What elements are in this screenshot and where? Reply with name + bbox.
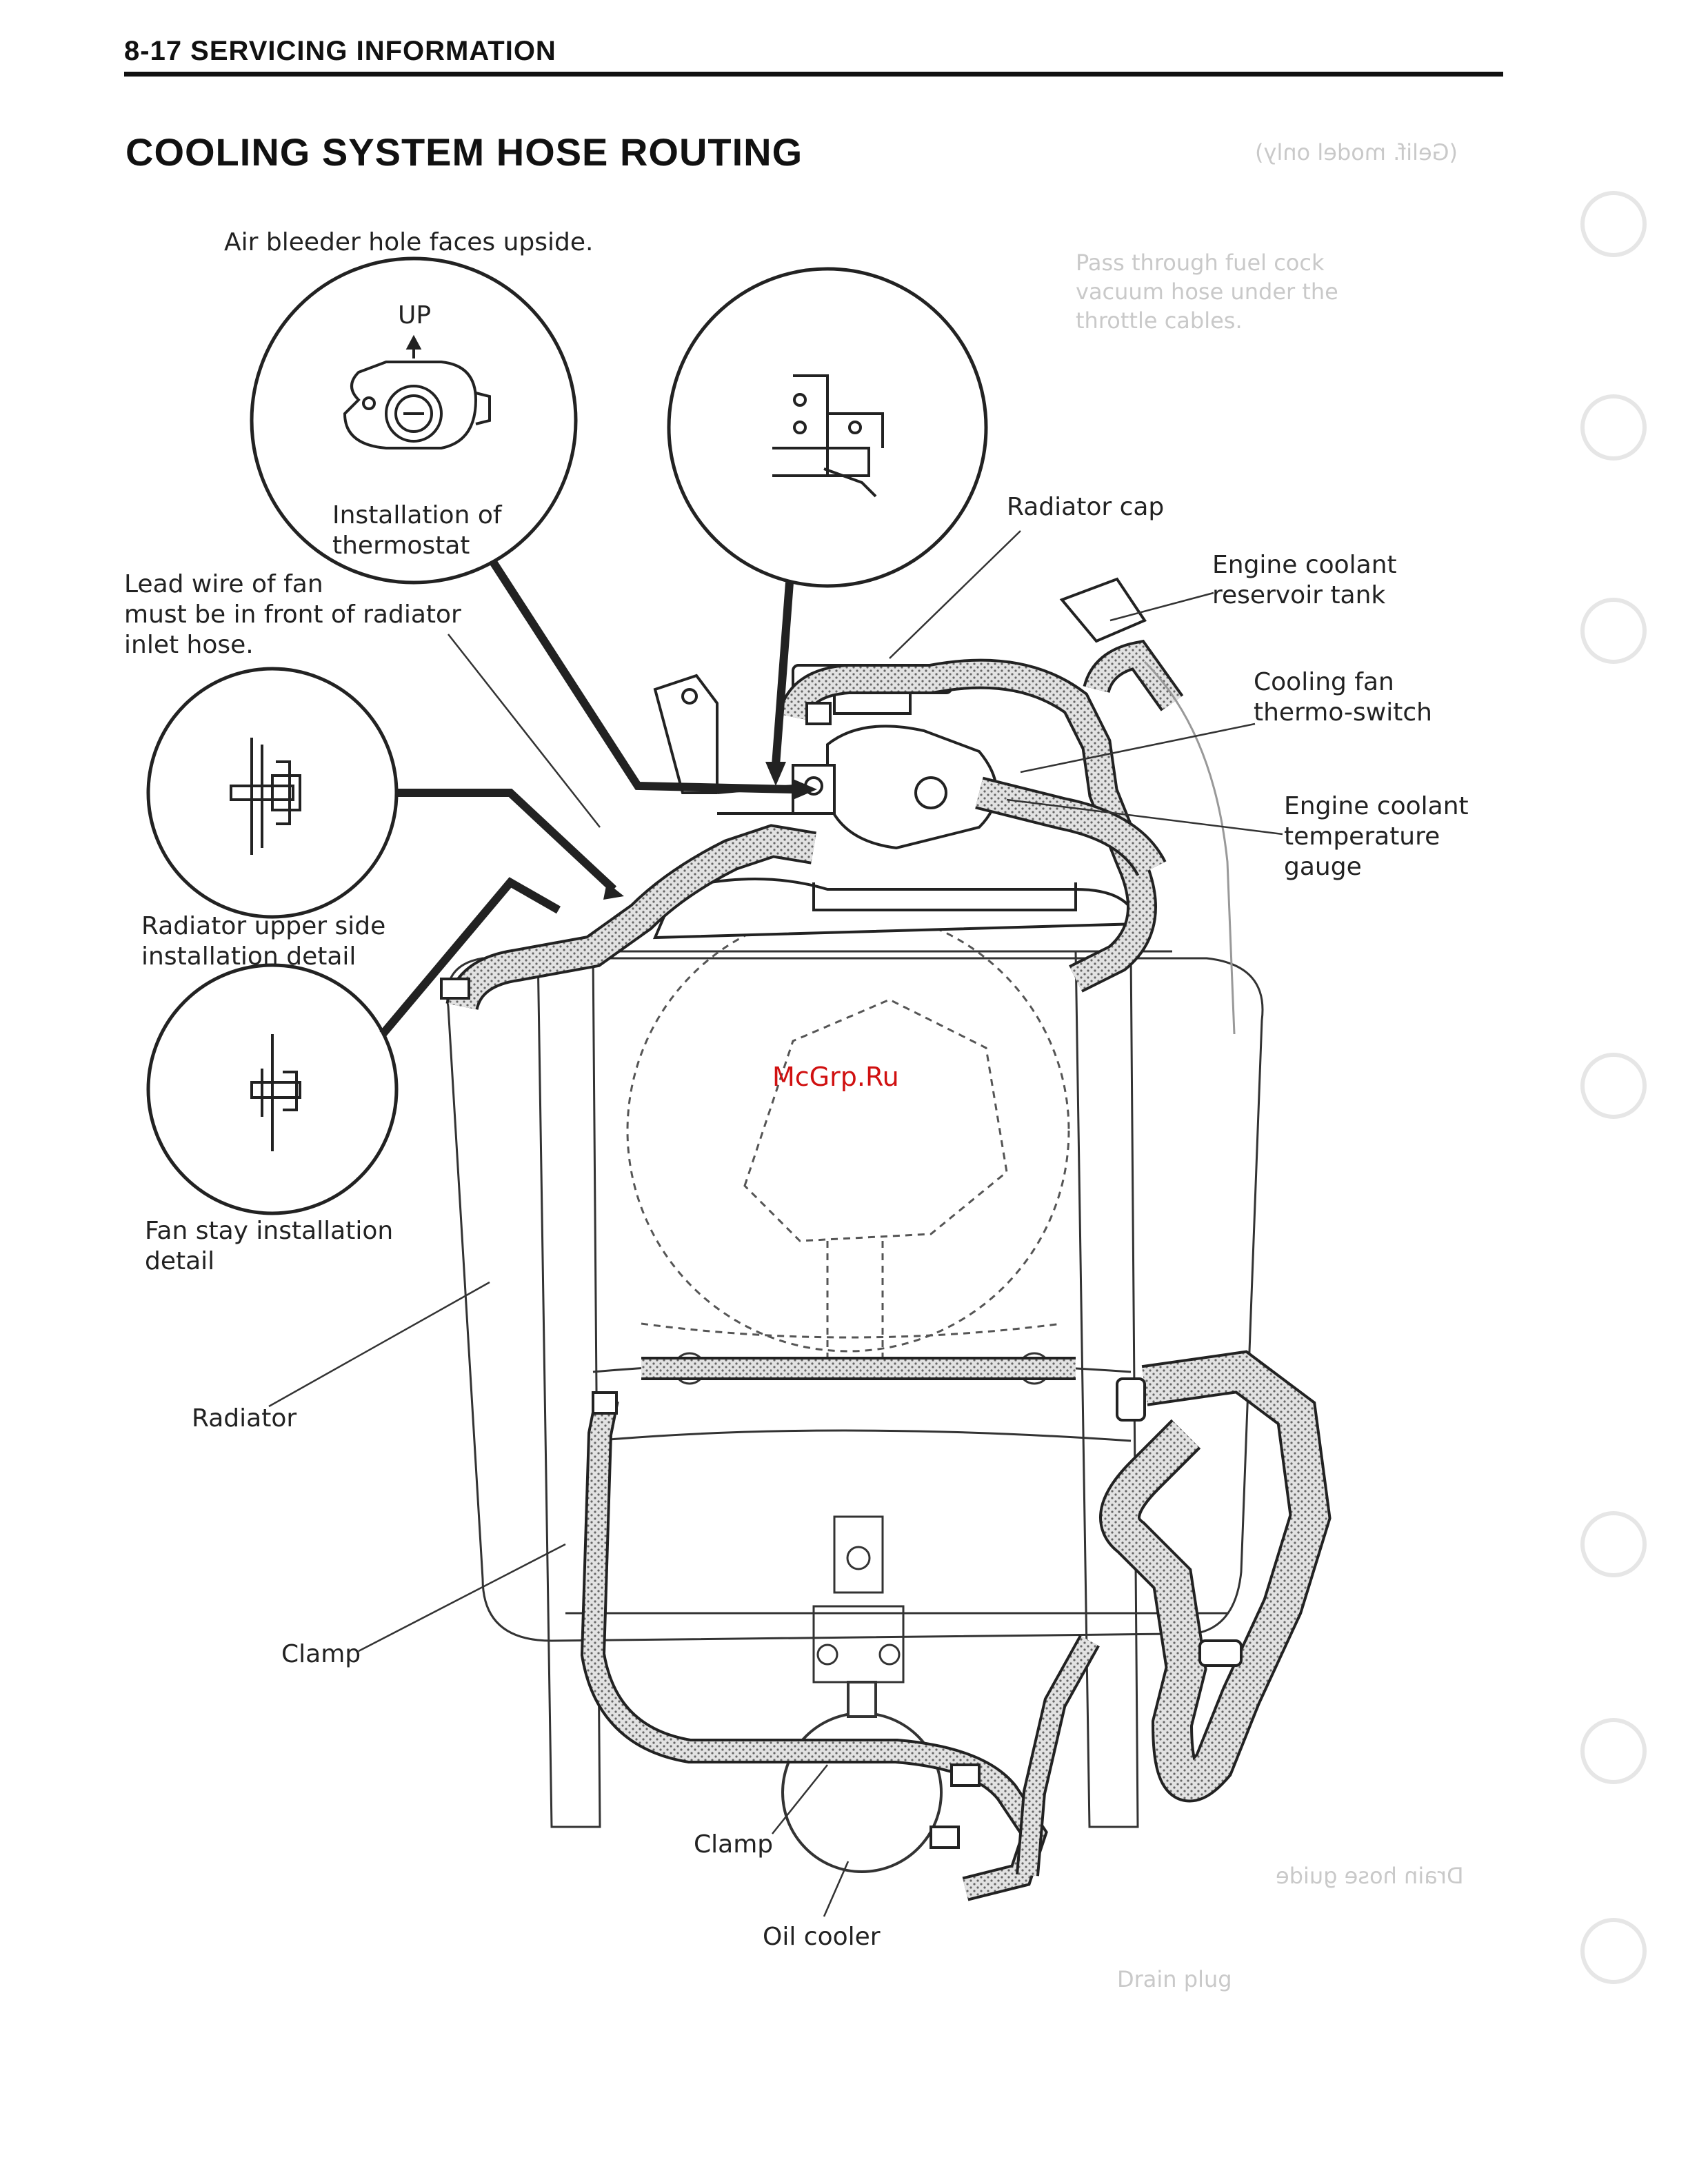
binder-holes (1580, 191, 1647, 1984)
hose-clamps (440, 702, 1243, 1849)
label-radiator: Radiator (192, 1404, 297, 1433)
upper-side-icon (230, 738, 301, 855)
cap-mount-icon (772, 374, 884, 498)
label-radiator-cap: Radiator cap (1007, 493, 1165, 521)
label-up: UP (398, 301, 432, 330)
fan-stay-icon (250, 1034, 301, 1151)
header-rule (124, 72, 1503, 77)
label-air-bleeder: Air bleeder hole faces upside. (224, 228, 594, 256)
detail-circle-thermostat (250, 256, 578, 585)
detail-leaders (379, 559, 794, 1037)
label-reservoir-tank: Engine coolant reservoir tank (1212, 551, 1397, 609)
label-lead-wire: Lead wire of fan must be in front of rad… (124, 570, 461, 659)
watermark: McGrp.Ru (772, 1062, 899, 1092)
oil-cooler (781, 1681, 943, 1873)
page-title: COOLING SYSTEM HOSE ROUTING (125, 130, 803, 174)
label-upper-side: Radiator upper side installation detail (141, 912, 386, 971)
ghost-text-4: Drain plug (1117, 1966, 1232, 1992)
label-thermostat: Installation of thermostat (332, 501, 502, 560)
label-temp-gauge: Engine coolant temperature gauge (1284, 792, 1469, 881)
radiator-frame (592, 1352, 1132, 1684)
label-thermo-switch: Cooling fan thermo-switch (1254, 668, 1432, 727)
label-clamp-bottom: Clamp (694, 1830, 774, 1859)
thermostat-icon (343, 334, 491, 449)
label-clamp-left: Clamp (281, 1640, 361, 1668)
fan-shroud (626, 909, 1070, 1379)
ghost-text-2: Pass through fuel cock vacuum hose under… (1076, 250, 1338, 334)
callout-leaders (268, 530, 1283, 1917)
leader-arrowheads (603, 762, 817, 900)
label-fan-stay: Fan stay installation detail (145, 1217, 394, 1275)
label-oil-cooler: Oil cooler (763, 1923, 881, 1951)
section-header: 8-17 SERVICING INFORMATION (124, 36, 556, 66)
coolant-hoses (445, 639, 1332, 1901)
reservoir-tank-outline (1059, 577, 1236, 1035)
